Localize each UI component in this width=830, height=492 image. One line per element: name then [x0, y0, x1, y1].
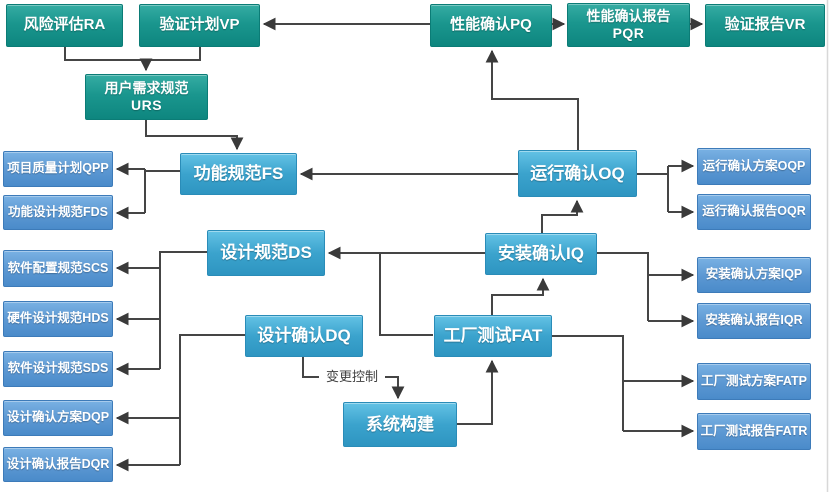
box-fat-label: 工厂测试FAT: [443, 326, 543, 346]
box-design-qualification-dq: 设计确认DQ: [245, 315, 363, 357]
box-pqr-code: PQR: [612, 25, 645, 41]
box-user-requirements-urs: 用户需求规范 URS: [85, 74, 208, 120]
box-ra-label: 风险评估RA: [23, 16, 106, 34]
box-ds-label: 设计规范DS: [220, 243, 312, 263]
box-system-build: 系统构建: [343, 402, 457, 447]
box-performance-qualification-pq: 性能确认PQ: [430, 4, 552, 47]
box-oq-protocol-oqp: 运行确认方案OQP: [697, 148, 811, 185]
box-fs-label: 功能规范FS: [193, 164, 284, 184]
box-oq-label: 运行确认OQ: [530, 163, 625, 183]
box-pqr-label: 性能确认报告: [586, 7, 671, 24]
box-urs-code: URS: [130, 97, 163, 113]
box-project-quality-plan-qpp: 项目质量计划QPP: [3, 151, 113, 187]
box-scs-label: 软件配置规范SCS: [7, 260, 109, 275]
connector-trunks: [64, 47, 669, 465]
box-validation-report-vr: 验证报告VR: [705, 4, 825, 47]
box-oqp-label: 运行确认方案OQP: [702, 158, 806, 173]
box-dq-label: 设计确认DQ: [257, 326, 351, 346]
box-functional-design-spec-fds: 功能设计规范FDS: [3, 195, 113, 230]
box-dqr-label: 设计确认报告DQR: [6, 456, 110, 471]
box-iq-report-iqr: 安装确认报告IQR: [697, 303, 811, 339]
box-factory-test-fat: 工厂测试FAT: [434, 315, 552, 357]
edge-oq-to-pq: [485, 49, 579, 150]
box-hardware-design-spec-hds: 硬件设计规范HDS: [3, 301, 113, 337]
edge-fat-to-iq: [491, 277, 550, 315]
box-dqp-label: 设计确认方案DQP: [6, 410, 110, 425]
box-oqr-label: 运行确认报告OQR: [702, 204, 806, 219]
box-installation-qualification-iq: 安装确认IQ: [485, 233, 597, 275]
edge-urs-to-fs: [145, 120, 244, 151]
box-validation-plan-vp: 验证计划VP: [139, 4, 260, 47]
box-pq-report-pqr: 性能确认报告 PQR: [567, 3, 690, 47]
box-hds-label: 硬件设计规范HDS: [7, 311, 109, 326]
box-sds-label: 软件设计规范SDS: [7, 361, 109, 376]
edge-changecontrol-to-sb: [385, 376, 405, 400]
box-iq-protocol-iqp: 安装确认方案IQP: [697, 257, 811, 293]
box-functional-spec-fs: 功能规范FS: [180, 153, 297, 195]
edge-sb-to-fat: [457, 359, 499, 425]
box-iqp-label: 安装确认方案IQP: [705, 267, 803, 282]
box-vp-label: 验证计划VP: [159, 16, 240, 34]
edge-iq-to-oq: [541, 199, 584, 233]
box-fat-protocol-fatp: 工厂测试方案FATP: [697, 363, 811, 400]
box-design-spec-ds: 设计规范DS: [207, 230, 325, 276]
box-software-config-spec-scs: 软件配置规范SCS: [3, 250, 113, 287]
box-fatp-label: 工厂测试方案FATP: [700, 373, 808, 388]
box-fatr-label: 工厂测试报告FATR: [700, 423, 808, 438]
box-iq-label: 安装确认IQ: [498, 244, 584, 264]
box-urs-label: 用户需求规范: [104, 79, 189, 96]
box-risk-assessment-ra: 风险评估RA: [6, 4, 123, 47]
box-qpp-label: 项目质量计划QPP: [7, 161, 109, 176]
box-software-design-spec-sds: 软件设计规范SDS: [3, 351, 113, 387]
box-sb-label: 系统构建: [366, 414, 434, 434]
box-iqr-label: 安装确认报告IQR: [705, 313, 803, 328]
box-operational-qualification-oq: 运行确认OQ: [518, 150, 637, 197]
change-control-label: 变更控制: [320, 369, 384, 385]
box-pq-label: 性能确认PQ: [450, 16, 532, 34]
box-fat-report-fatr: 工厂测试报告FATR: [697, 413, 811, 450]
box-fds-label: 功能设计规范FDS: [7, 204, 108, 219]
box-dq-report-dqr: 设计确认报告DQR: [3, 447, 113, 482]
box-oq-report-oqr: 运行确认报告OQR: [697, 194, 811, 230]
box-dq-protocol-dqp: 设计确认方案DQP: [3, 400, 113, 436]
box-vr-label: 验证报告VR: [724, 16, 806, 34]
